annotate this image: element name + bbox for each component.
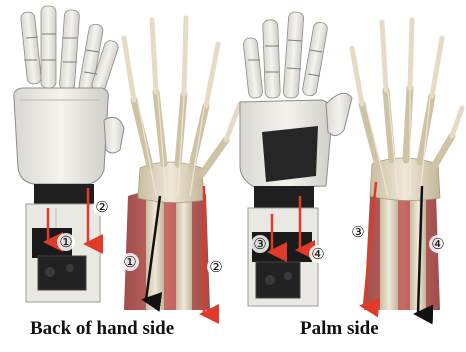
robot-wrist-palm — [254, 186, 314, 210]
robot-thumb-back — [104, 117, 124, 153]
servo-pcb-palm — [256, 262, 300, 298]
marker-anatomy-palm-3: ③ — [351, 223, 364, 241]
marker-robot-back-1: ① — [59, 233, 72, 251]
ulna-bone-back — [176, 196, 192, 310]
radius-bone-palm — [380, 196, 398, 310]
caption-back-of-hand: Back of hand side — [30, 318, 174, 340]
robot-fingers-back — [20, 6, 119, 93]
marker-anatomy-back-2: ② — [209, 258, 222, 276]
robot-thumb-palm — [326, 93, 352, 135]
marker-robot-palm-4: ④ — [311, 245, 324, 263]
marker-robot-back-2: ② — [95, 198, 108, 216]
metacarpals-palm — [362, 88, 452, 170]
forearm-muscle-back — [124, 191, 210, 310]
robot-palm-back — [14, 88, 109, 184]
marker-robot-palm-3: ③ — [253, 235, 266, 253]
forearm-muscle-palm — [364, 190, 440, 310]
robot-hand-back — [14, 6, 124, 302]
marker-anatomy-back-1: ① — [123, 253, 136, 271]
radius-bone-back — [146, 196, 164, 310]
robot-wrist-back — [34, 184, 94, 206]
marker-anatomy-palm-4: ④ — [431, 235, 444, 253]
robot-hand-palm — [240, 12, 352, 306]
robot-fingers-palm — [243, 12, 328, 99]
caption-palm-side: Palm side — [300, 318, 379, 340]
robot-palm-dark-insert — [262, 126, 318, 182]
